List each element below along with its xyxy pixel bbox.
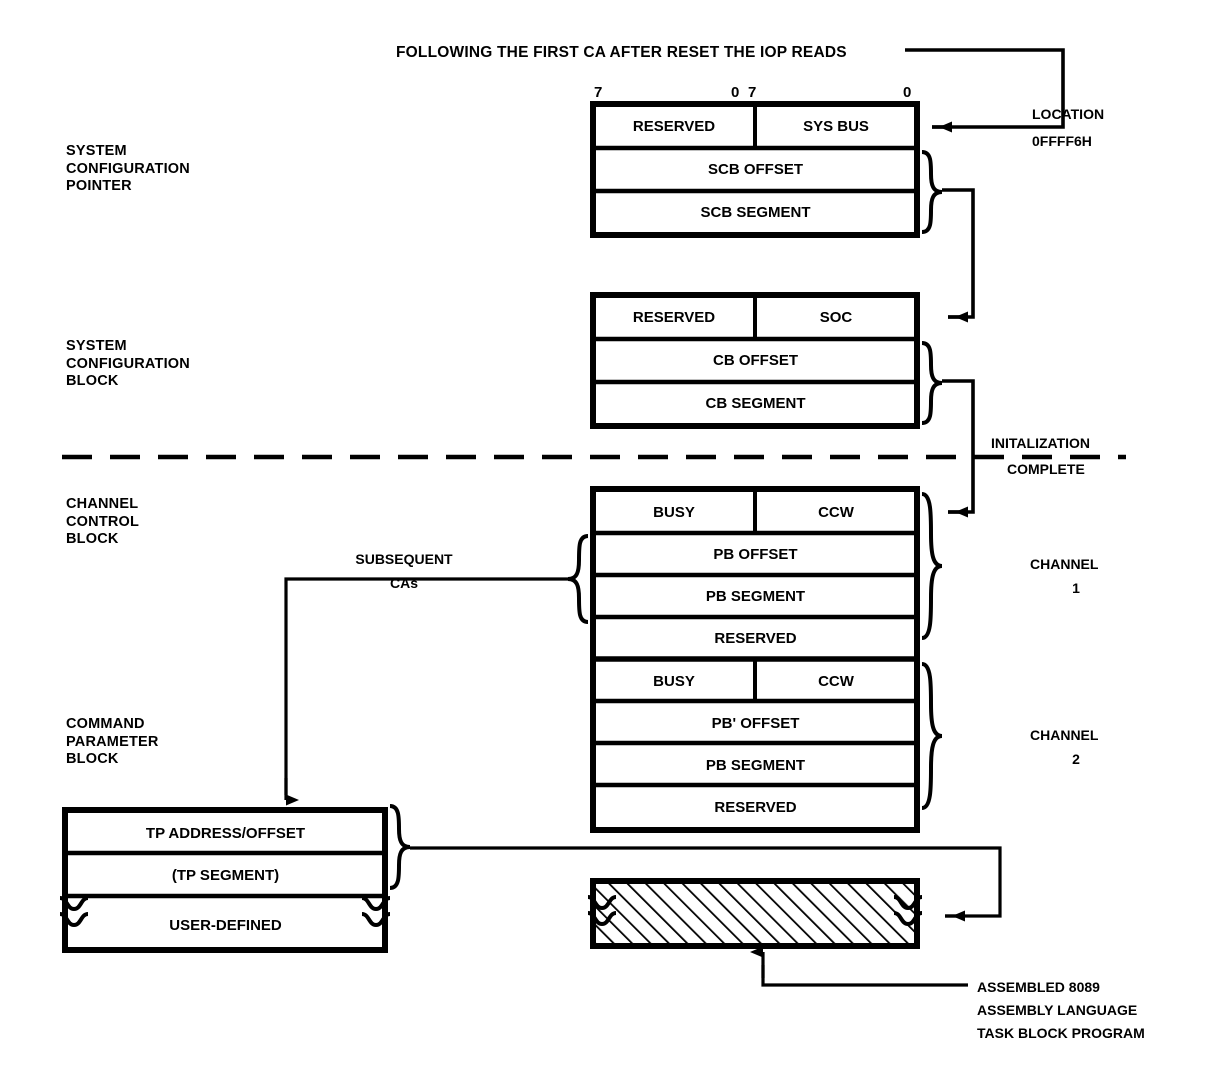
ccb-row-0-left: BUSY — [653, 503, 695, 521]
task-note-line1: ASSEMBLED 8089 — [977, 979, 1100, 995]
channel-1-label: CHANNEL — [1030, 556, 1099, 572]
init-complete-line2: COMPLETE — [1007, 461, 1085, 477]
task-note-leader — [750, 946, 968, 987]
scb-pointer-brace — [921, 341, 943, 425]
bit-label-left-high: 7 — [594, 84, 603, 101]
location-value: 0FFFF6H — [1032, 133, 1092, 149]
ccb-row-6: PB SEGMENT — [705, 756, 806, 774]
subsequent-cas-leader — [284, 577, 568, 806]
scp-row-2: SCB SEGMENT — [700, 204, 811, 221]
bit-label-left-low: 0 — [731, 84, 740, 101]
ccb-row-1: PB OFFSET — [713, 545, 798, 563]
scp-pointer-brace — [921, 150, 943, 234]
task-note-line3: TASK BLOCK PROGRAM — [977, 1025, 1145, 1041]
task-note-line2: ASSEMBLY LANGUAGE — [977, 1002, 1138, 1018]
bit-label-right-high: 7 — [748, 84, 757, 101]
cpb-row-2: USER-DEFINED — [169, 916, 282, 934]
channel-2-label: CHANNEL — [1030, 727, 1099, 743]
channel-1-brace — [921, 492, 943, 640]
scp-row-0-left: RESERVED — [632, 118, 716, 135]
cpb-row-0: TP ADDRESS/OFFSET — [145, 824, 306, 842]
scb-to-ccb-connector — [942, 379, 975, 518]
ccb-row-4-left: BUSY — [653, 672, 695, 690]
scb-row-0-right: SOC — [819, 309, 853, 326]
header-note: FOLLOWING THE FIRST CA AFTER RESET THE I… — [396, 44, 847, 61]
cpb-block-label: COMMAND PARAMETER BLOCK — [66, 716, 159, 768]
cpb-row-1: (TP SEGMENT) — [171, 866, 280, 884]
scb-row-2: CB SEGMENT — [705, 395, 806, 412]
ccb-block-label: CHANNEL CONTROL BLOCK — [66, 496, 140, 548]
ccb-row-5: PB' OFFSET — [711, 714, 800, 732]
scp-row-0-right: SYS BUS — [803, 118, 869, 135]
bit-label-right-low: 0 — [903, 84, 912, 101]
subsequent-cas-line2: CAs — [389, 575, 418, 591]
scp-row-1: SCB OFFSET — [707, 161, 803, 178]
ccb-row-3: RESERVED — [714, 629, 797, 647]
scb-row-0-left: RESERVED — [632, 309, 716, 326]
ccb-row-4-right: CCW — [818, 672, 854, 690]
channel-1-number: 1 — [1072, 580, 1080, 596]
ccb-row-0-right: CCW — [818, 503, 854, 521]
location-label: LOCATION — [1032, 106, 1105, 122]
subsequent-cas-line1: SUBSEQUENT — [355, 551, 453, 567]
cpb-to-task-connector — [410, 846, 1002, 922]
channel-2-number: 2 — [1072, 751, 1080, 767]
task-block-hatched — [587, 878, 923, 949]
ccb-subsequent-brace — [567, 534, 589, 624]
scp-to-scb-connector — [942, 188, 975, 323]
scp-block-label: SYSTEM CONFIGURATION POINTER — [66, 143, 190, 195]
init-complete-line1: INITALIZATION — [991, 435, 1091, 451]
channel-2-brace — [921, 662, 943, 810]
cpb-tp-brace — [389, 804, 411, 890]
ccb-row-7: RESERVED — [714, 798, 797, 816]
ccb-row-2: PB SEGMENT — [705, 587, 806, 605]
scb-row-1: CB OFFSET — [713, 352, 798, 369]
scb-block-label: SYSTEM CONFIGURATION BLOCK — [66, 338, 190, 390]
